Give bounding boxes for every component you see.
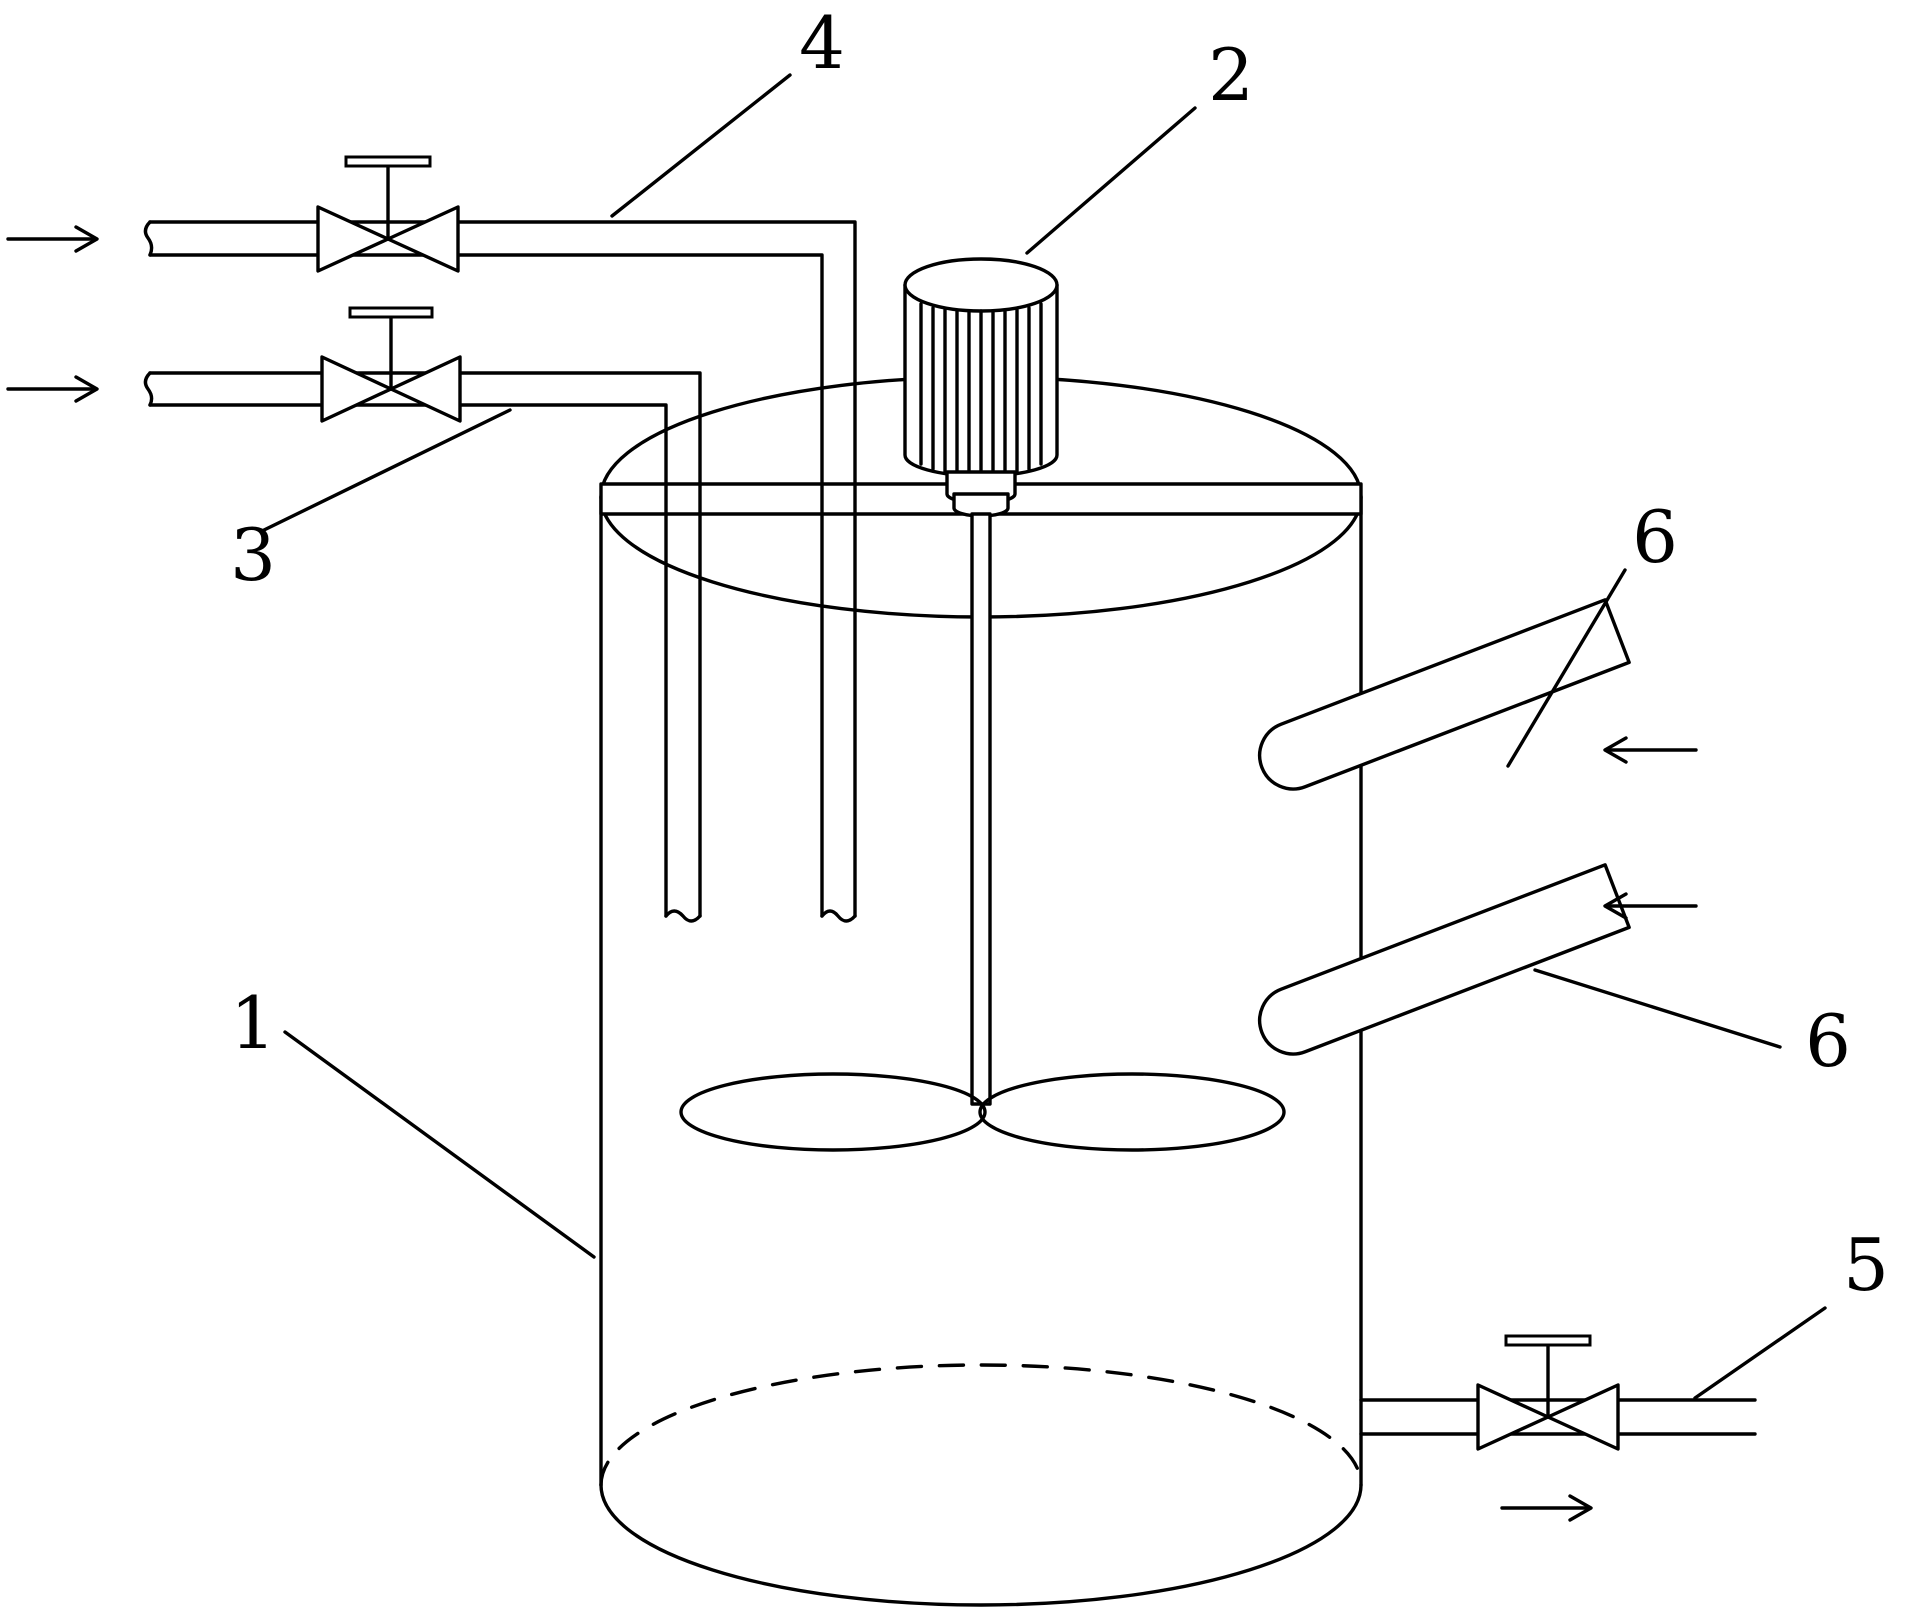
motor-cooling-fins <box>919 302 1043 478</box>
leader-2 <box>1025 106 1197 255</box>
valve-3-right-wing <box>389 355 462 423</box>
leader-6-upper <box>1506 568 1627 768</box>
inlet-pipe-4 <box>143 220 857 923</box>
motor <box>903 257 1059 518</box>
valve-outlet <box>1476 1334 1620 1451</box>
paddle-right <box>978 1072 1286 1152</box>
valve-5-right-wing <box>1546 1383 1620 1451</box>
inlet-pipe-3 <box>143 371 702 923</box>
valve-pipe-4 <box>316 155 460 273</box>
label-2: 2 <box>1208 33 1254 117</box>
label-6-lower: 6 <box>1805 999 1851 1083</box>
leader-1 <box>283 1030 596 1259</box>
leader-3 <box>260 408 512 533</box>
valve-3-left-wing <box>320 355 393 423</box>
label-5: 5 <box>1843 1223 1889 1307</box>
pipe-4-outer-edge <box>148 220 857 918</box>
coil-upper-arrow-head <box>1603 736 1628 764</box>
valve-pipe-3 <box>320 306 462 423</box>
coil-lower <box>1258 863 1631 1056</box>
pipe-4-inner-edge <box>148 253 824 918</box>
coil-arrows <box>1603 736 1698 920</box>
leader-4 <box>610 73 792 218</box>
outlet-arrow-head <box>1568 1494 1593 1522</box>
tank-bottom-back-dashed <box>599 1363 1363 1487</box>
valve-4-left-wing <box>316 205 390 273</box>
outlet-arrow <box>1500 1494 1593 1522</box>
agitator <box>679 512 1286 1152</box>
pipe-3-outer-edge <box>148 371 702 918</box>
valve-4-right-wing <box>386 205 460 273</box>
coil-upper <box>1258 598 1631 791</box>
coil-lower-tube <box>1258 863 1631 1056</box>
leader-5 <box>1693 1306 1827 1400</box>
tank-bottom-front <box>599 1483 1363 1607</box>
pipe-3-broken-end <box>664 909 702 923</box>
inlet-lower-arrow-head <box>74 375 99 403</box>
paddle-left <box>679 1072 987 1152</box>
valve-4-handwheel <box>344 155 432 168</box>
coil-upper-tube <box>1258 598 1631 791</box>
leader-6-lower <box>1533 968 1782 1049</box>
pipe-3-broken-start <box>143 371 154 407</box>
pipe-4-broken-start <box>143 220 154 257</box>
motor-top-cap <box>903 257 1059 313</box>
valve-3-handwheel <box>348 306 434 319</box>
label-6-upper: 6 <box>1632 495 1678 579</box>
outlet-pipe-5 <box>1359 1398 1757 1436</box>
coil-lower-arrow-head <box>1603 892 1628 920</box>
pipe-3-inner-edge <box>148 403 668 918</box>
label-4: 4 <box>799 1 845 85</box>
pipe-4-broken-end <box>820 909 857 923</box>
leader-lines <box>260 73 1827 1400</box>
label-1: 1 <box>230 981 276 1065</box>
agitator-shaft <box>970 512 992 1106</box>
label-3: 3 <box>230 513 276 597</box>
inlet-arrows <box>6 225 99 403</box>
valve-5-left-wing <box>1476 1383 1550 1451</box>
inlet-upper-arrow-head <box>74 225 99 253</box>
valve-5-handwheel <box>1504 1334 1592 1347</box>
